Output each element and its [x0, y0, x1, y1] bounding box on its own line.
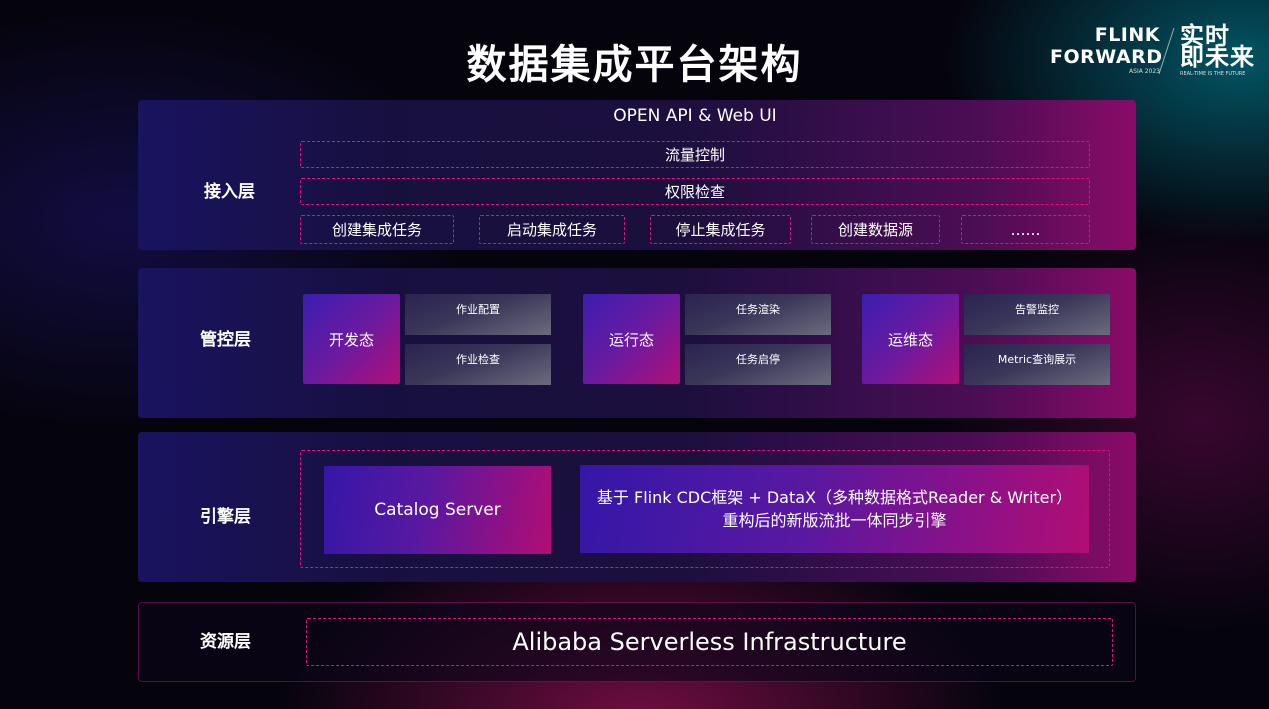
logo-forward: FORWARD	[1050, 46, 1163, 68]
access-layer	[138, 100, 1136, 250]
task-more: ……	[961, 215, 1090, 244]
permission-check-box: 权限检查	[300, 178, 1090, 205]
logo-cn-line2: 即未来	[1180, 43, 1255, 71]
logo-asia-year: ASIA 2023	[1129, 68, 1160, 75]
catalog-server-box: Catalog Server	[324, 466, 551, 554]
run-item-render: 任务渲染	[685, 294, 831, 335]
sync-engine-line1: 基于 Flink CDC框架 + DataX（多种数据格式Reader & Wr…	[596, 488, 1073, 507]
logo-flink: FLINK	[1094, 24, 1160, 46]
page-title: 数据集成平台架构	[466, 42, 803, 88]
engine-layer-label: 引擎层	[200, 507, 251, 527]
task-start-integration: 启动集成任务	[479, 215, 625, 244]
sync-engine-box: 基于 Flink CDC框架 + DataX（多种数据格式Reader & Wr…	[580, 465, 1089, 553]
ops-item-alert: 告警监控	[964, 294, 1110, 335]
task-stop-integration: 停止集成任务	[650, 215, 791, 244]
logo-slogan: REAL-TIME IS THE FUTURE	[1180, 71, 1246, 77]
dev-item-check: 作业检查	[405, 344, 551, 385]
engine-group-box	[300, 450, 1110, 568]
sync-engine-line2: 重构后的新版流批一体同步引擎	[722, 511, 947, 530]
state-run: 运行态	[583, 294, 680, 384]
task-create-integration: 创建集成任务	[300, 215, 454, 244]
resource-layer-label: 资源层	[200, 632, 251, 652]
traffic-control-box: 流量控制	[300, 141, 1090, 168]
state-ops: 运维态	[862, 294, 959, 384]
resource-layer	[138, 602, 1136, 682]
state-dev: 开发态	[303, 294, 400, 384]
run-item-startstop: 任务启停	[685, 344, 831, 385]
flink-forward-logo: FLINK FORWARD ASIA 2023	[1050, 24, 1163, 76]
task-create-datasource: 创建数据源	[811, 215, 940, 244]
ops-item-metric: Metric查询展示	[964, 344, 1110, 385]
api-label: OPEN API & Web UI	[613, 106, 777, 126]
dev-item-config: 作业配置	[405, 294, 551, 335]
control-layer-label: 管控层	[200, 330, 251, 350]
infrastructure-box: Alibaba Serverless Infrastructure	[306, 618, 1113, 666]
realtime-logo: 实时 即未来 REAL-TIME IS THE FUTURE	[1180, 22, 1260, 77]
logo-cn-line1: 实时	[1180, 22, 1230, 50]
access-layer-label: 接入层	[204, 182, 255, 202]
